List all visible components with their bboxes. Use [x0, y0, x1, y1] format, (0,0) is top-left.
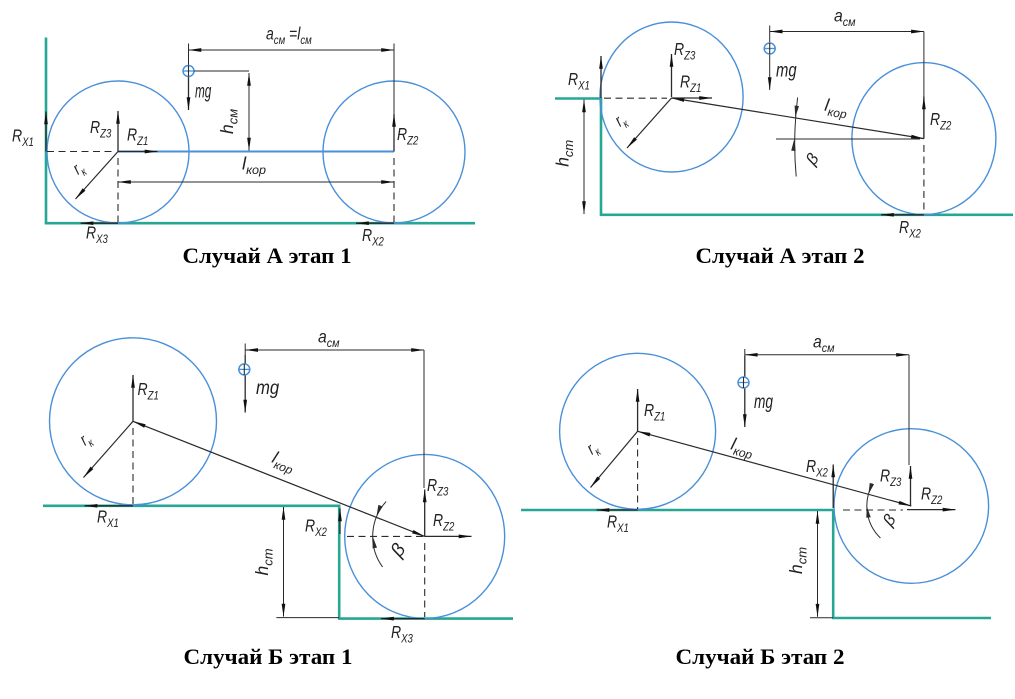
svg-text:mg: mg — [776, 60, 797, 81]
svg-text:Случай Б этап 1: Случай Б этап 1 — [184, 644, 353, 669]
svg-text:Случай А этап 2: Случай А этап 2 — [696, 243, 865, 268]
svg-text:mg: mg — [754, 391, 774, 413]
svg-text:mg: mg — [256, 377, 279, 398]
svg-text:mg: mg — [195, 82, 212, 102]
svg-text:Случай А этап 1: Случай А этап 1 — [183, 243, 352, 268]
svg-text:Случай Б этап 2: Случай Б этап 2 — [676, 644, 845, 669]
